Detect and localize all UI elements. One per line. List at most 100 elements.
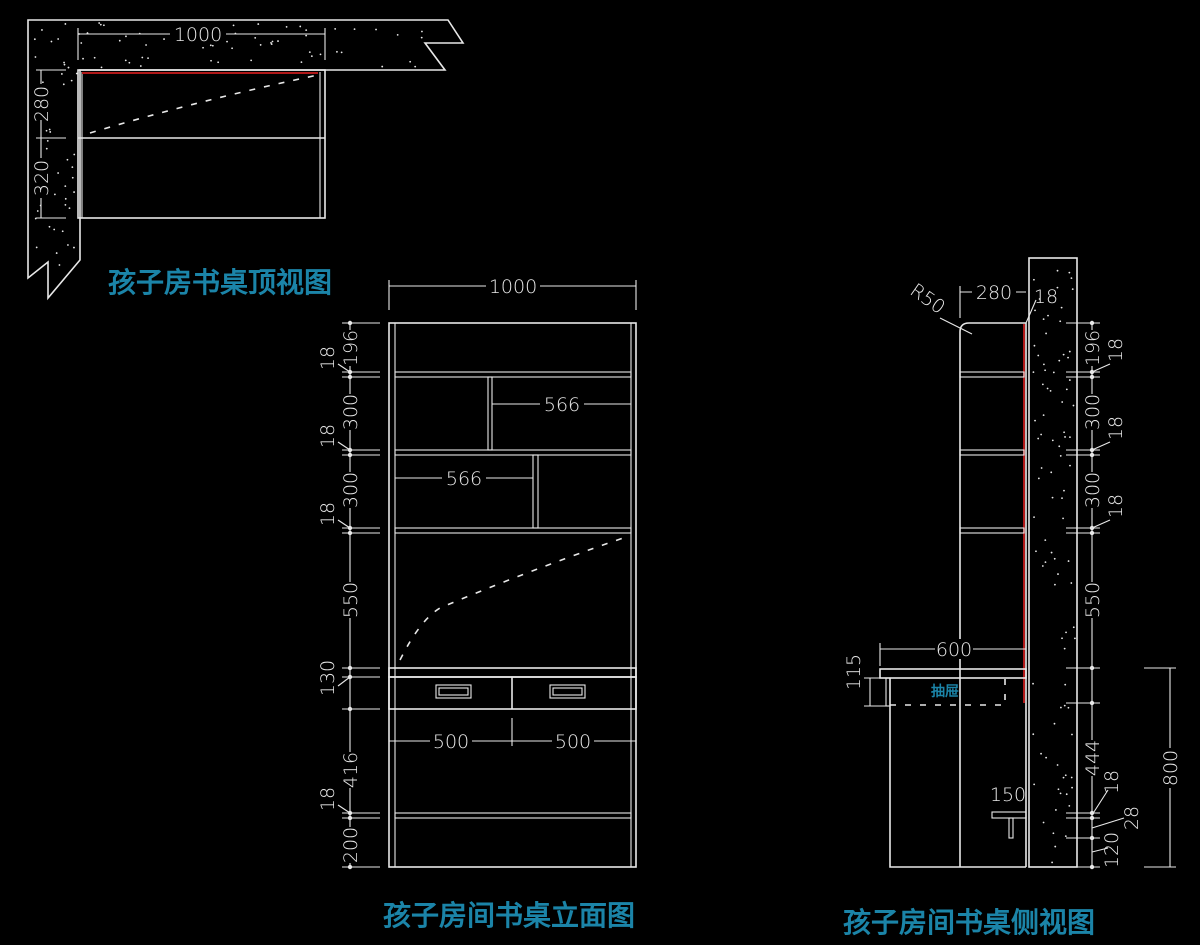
height-dim: 550 [1082, 582, 1104, 618]
dim-tick [1089, 864, 1095, 870]
drawer-width-dim: 500 [555, 731, 591, 753]
hatch-dot [1032, 371, 1035, 374]
hatch-dot [48, 225, 51, 228]
hatch-dot [1070, 277, 1073, 280]
dim-tick [1089, 452, 1095, 458]
hatch-dot [1059, 455, 1062, 457]
hatch-dot [68, 207, 71, 210]
drawer-handle-icon [435, 684, 472, 699]
height-dim-small: 18 [317, 424, 339, 448]
hatch-dot [420, 36, 423, 39]
hatch-dot [1042, 414, 1045, 417]
hatch-dot [277, 40, 279, 42]
hatch-dot [118, 39, 121, 42]
hatch-dot [1070, 776, 1073, 779]
height-dim: 444 [1082, 740, 1104, 776]
hatch-dot [61, 230, 64, 233]
hatch-dot [35, 246, 38, 249]
hatch-dot [300, 61, 303, 64]
dim-text-bg [935, 639, 973, 659]
hatch-dot [1057, 573, 1059, 575]
hatch-dot [211, 44, 214, 47]
hatch-dot [1047, 314, 1049, 317]
hatch-dot [310, 55, 313, 58]
hatch-dot [1068, 805, 1071, 807]
hatch-dot [1064, 683, 1067, 686]
hatch-dot [1063, 704, 1066, 707]
front-view-width-dim: 1000 [489, 276, 537, 298]
side-view-shelf [959, 449, 1025, 456]
side-view-wall [1028, 257, 1078, 868]
hatch-dot [34, 56, 37, 58]
hatch-dot [1052, 832, 1055, 835]
top-view-depth-top-dim: 280 [31, 86, 53, 122]
top-view-wall-outline [27, 19, 465, 301]
dim-text-bg [430, 731, 472, 751]
hatch-dot [41, 29, 43, 31]
hatch-dot [1072, 626, 1075, 629]
hatch-dot [1056, 286, 1059, 289]
dim-tick [1089, 835, 1095, 841]
height-dim: 196 [1082, 330, 1104, 366]
hatch-dot [1065, 631, 1067, 634]
hatch-dot [375, 28, 377, 31]
side-view-desktop [879, 668, 1027, 679]
hatch-dot [57, 172, 60, 174]
hatch-dot [1063, 647, 1066, 650]
hatch-dot [67, 66, 70, 69]
shelf-width-dim: 566 [544, 394, 580, 416]
hatch-dot [285, 25, 288, 28]
hatch-dot [145, 44, 147, 46]
hatch-dot [1062, 353, 1065, 356]
dim-text-bg [540, 395, 584, 415]
top-view: 1000 280 320 孩子房书桌顶视图 [27, 19, 465, 301]
hatch-dot [232, 24, 235, 27]
height-dim: 200 [340, 827, 362, 863]
hatch-dot [336, 50, 338, 53]
hatch-dot [1042, 318, 1045, 320]
hatch-dot [1063, 431, 1066, 434]
dim-text-bg [1083, 394, 1101, 430]
hatch-dot [1059, 320, 1062, 323]
dim-text-bg [341, 827, 359, 863]
dim-tick [1089, 665, 1095, 671]
top-view-title: 孩子房书桌顶视图 [108, 266, 332, 299]
hatch-dot [1037, 437, 1040, 440]
hatch-dot [1046, 387, 1049, 390]
leader-line [337, 804, 351, 814]
height-dim-small: 18 [1105, 494, 1127, 518]
hatch-dot [217, 61, 220, 64]
hatch-dot [259, 44, 262, 46]
hatch-dot [1070, 582, 1073, 584]
hatch-dot [1041, 383, 1044, 386]
height-dim: 416 [340, 752, 362, 788]
leader-line [1091, 789, 1109, 816]
hatch-dot [45, 147, 48, 150]
dim-tick [1089, 320, 1095, 326]
hatch-dot [1068, 271, 1071, 274]
dim-tick [347, 815, 353, 821]
dim-text-bg [552, 731, 594, 751]
dim-text-bg [1161, 748, 1179, 788]
dim-text-bg [341, 330, 359, 366]
hatch-dot [1063, 489, 1065, 492]
hatch-dot [1042, 821, 1045, 824]
hatch-dot [270, 43, 273, 46]
hatch-dot [1057, 788, 1060, 791]
hatch-dot [1071, 733, 1073, 736]
height-dim-small: 18 [317, 346, 339, 370]
side-view-desk-body [889, 678, 1026, 868]
hatch-dot [1060, 706, 1062, 709]
dim-text-bg [972, 282, 1016, 302]
front-view-shelf [394, 449, 632, 456]
hatch-dot [1053, 722, 1056, 725]
dim-text-bg [341, 472, 359, 508]
hatch-dot [141, 56, 144, 59]
hatch-dot [36, 210, 39, 212]
top-view-desk-outline [77, 69, 326, 219]
dim-tick [347, 665, 353, 671]
drawer-width-dim: 500 [433, 731, 469, 753]
hatch-dot [64, 197, 67, 200]
hatch-dot [1061, 401, 1064, 403]
